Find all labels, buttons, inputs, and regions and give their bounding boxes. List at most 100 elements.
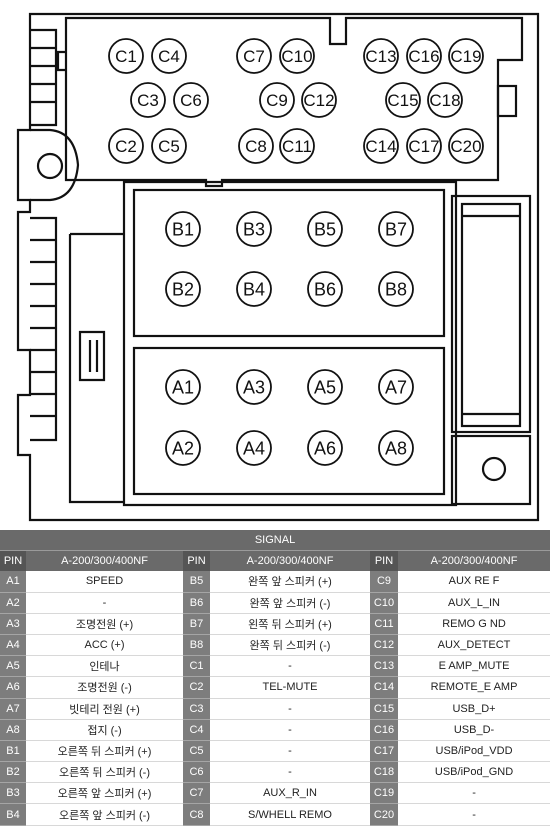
signal-cell: E AMP_MUTE — [398, 655, 550, 678]
pin-label: B3 — [243, 219, 265, 239]
signal-cell: AUX_R_IN — [210, 782, 370, 805]
polarity-hole — [481, 456, 507, 482]
a-block — [132, 346, 446, 496]
pin-cell: A3 — [0, 613, 26, 635]
signal-cell: REMO G ND — [398, 613, 550, 635]
pin-label: B1 — [172, 219, 194, 239]
pin-label: C12 — [303, 91, 334, 110]
pin-cell: C7 — [183, 782, 210, 805]
pin-label: A6 — [314, 438, 336, 458]
latch-tabs-upper — [30, 28, 58, 127]
signal-cell: 접지 (-) — [26, 719, 183, 741]
header-model-1: A-200/300/400NF — [26, 550, 183, 572]
pin-cell: B7 — [183, 613, 210, 635]
signal-cell: 빗테리 전원 (+) — [26, 698, 183, 720]
pin-cell: C3 — [183, 698, 210, 720]
pin-cell: A5 — [0, 655, 26, 678]
pin-label: A5 — [314, 377, 336, 397]
pin-cell: C18 — [370, 761, 398, 784]
pin-cell: B5 — [183, 571, 210, 593]
signal-cell: REMOTE_E AMP — [398, 676, 550, 699]
pin-label: C10 — [281, 47, 312, 66]
pin-label: B4 — [243, 279, 265, 299]
signal-cell: 오른쪽 앞 스피커 (+) — [26, 782, 183, 805]
pin-label: C17 — [408, 137, 439, 156]
pin-label: C5 — [158, 137, 180, 156]
pin-circle — [259, 82, 295, 118]
pin-circle — [378, 271, 414, 307]
pin-label: C9 — [266, 91, 288, 110]
signal-cell: USB_D+ — [398, 698, 550, 720]
signal-cell: 왼쪽 뒤 스피커 (+) — [210, 613, 370, 635]
signal-cell: 오른쪽 뒤 스피커 (-) — [26, 761, 183, 784]
pin-circle — [236, 271, 272, 307]
side-rail — [450, 194, 532, 434]
signal-cell: USB/iPod_GND — [398, 761, 550, 784]
pin-circle — [307, 430, 343, 466]
signal-cell: - — [210, 719, 370, 741]
signal-cell: 완쪽 앞 스피커 (+) — [210, 571, 370, 593]
pin-circle — [307, 369, 343, 405]
pin-circle — [130, 82, 166, 118]
pin-circle — [165, 369, 201, 405]
pin-label: B6 — [314, 279, 336, 299]
pin-label: A8 — [385, 438, 407, 458]
pin-signal-table: SIGNAL PIN A-200/300/400NF PIN A-200/300… — [0, 530, 550, 826]
pin-cell: C8 — [183, 803, 210, 826]
pin-circle — [448, 128, 484, 164]
signal-cell: 조명전원 (+) — [26, 613, 183, 635]
pin-label: A7 — [385, 377, 407, 397]
signal-cell: AUX_DETECT — [398, 634, 550, 657]
signal-cell: 완쪽 뒤 스피커 (-) — [210, 634, 370, 657]
pin-label: B7 — [385, 219, 407, 239]
pin-label: C11 — [282, 137, 312, 156]
pin-cell: B4 — [0, 803, 26, 826]
pin-circle — [378, 430, 414, 466]
pin-label: C15 — [387, 91, 418, 110]
pin-cell: C10 — [370, 592, 398, 614]
signal-cell: - — [26, 592, 183, 614]
pin-cell: C9 — [370, 571, 398, 593]
pin-label: B2 — [172, 279, 194, 299]
header-model-2: A-200/300/400NF — [210, 550, 370, 572]
signal-cell: - — [398, 782, 550, 805]
pin-cell: C11 — [370, 613, 398, 635]
pin-label: C2 — [115, 137, 137, 156]
pin-cell: C17 — [370, 740, 398, 763]
pin-circle — [236, 369, 272, 405]
pin-label: C1 — [115, 47, 137, 66]
pin-cell: B6 — [183, 592, 210, 614]
pin-circle — [406, 128, 442, 164]
pin-cell: C15 — [370, 698, 398, 720]
connector-housing — [16, 12, 540, 522]
mounting-ear — [30, 128, 80, 202]
pin-circle — [301, 82, 337, 118]
pin-circle — [363, 128, 399, 164]
pin-label: C3 — [137, 91, 159, 110]
pin-circle — [151, 128, 187, 164]
signal-cell: 조명전원 (-) — [26, 676, 183, 699]
pin-circle — [151, 38, 187, 74]
pin-cell: C19 — [370, 782, 398, 805]
pin-label: A3 — [243, 377, 265, 397]
signal-cell: - — [210, 698, 370, 720]
pin-circle — [307, 211, 343, 247]
signal-cell: ACC (+) — [26, 634, 183, 657]
pin-circle — [165, 430, 201, 466]
pin-circle — [279, 38, 315, 74]
pin-label: C8 — [245, 137, 267, 156]
pin-circle — [307, 271, 343, 307]
pin-circle — [236, 211, 272, 247]
pin-cell: A1 — [0, 571, 26, 593]
header-pin-2: PIN — [183, 550, 210, 572]
signal-cell: 오른쪽 앞 스피커 (-) — [26, 803, 183, 826]
